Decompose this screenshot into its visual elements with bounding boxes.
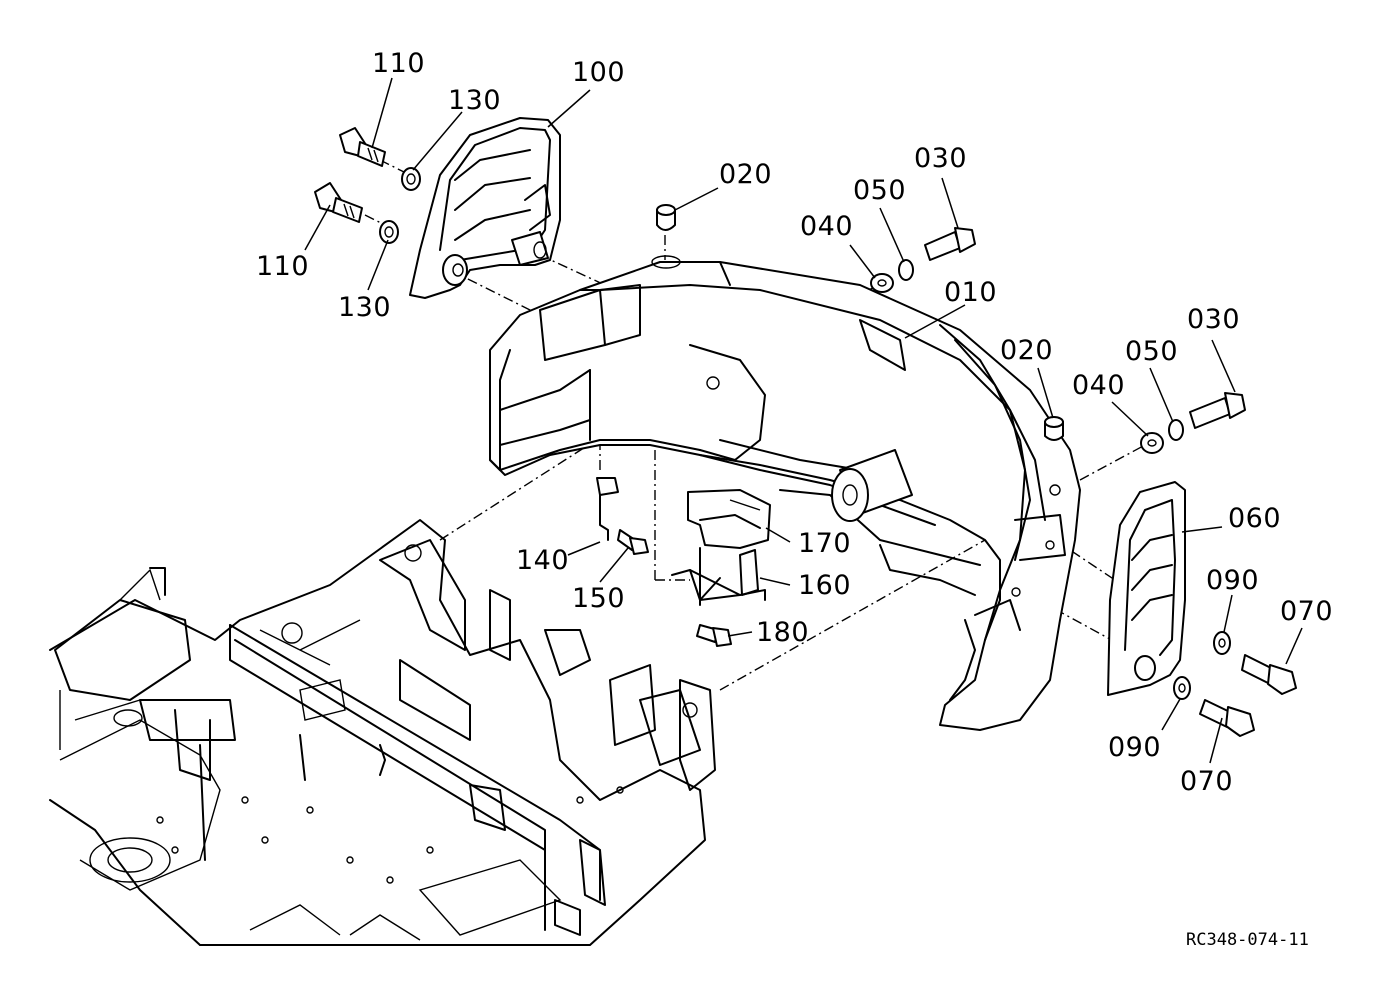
- bolt-150: [617, 529, 649, 555]
- callout-020: 020: [1000, 335, 1054, 366]
- bracket-160: [671, 547, 766, 606]
- callout-070: 070: [1280, 596, 1334, 627]
- callout-050: 050: [1125, 336, 1179, 367]
- cap-020-a: [651, 204, 681, 269]
- bolt-070-b: [1199, 699, 1255, 737]
- bolt-030-b: [1189, 392, 1246, 429]
- washer-090-a: [1213, 631, 1231, 655]
- callout-090: 090: [1206, 565, 1260, 596]
- callout-030: 030: [1187, 304, 1241, 335]
- cap-020-b: [1044, 416, 1064, 441]
- lockwasher-050-a: [898, 259, 914, 281]
- callout-110: 110: [256, 251, 310, 282]
- callout-110: 110: [372, 48, 426, 79]
- bolt-070-a: [1241, 654, 1297, 695]
- washer-130-a: [401, 167, 421, 191]
- leader-lines: [304, 77, 1303, 764]
- bolt-030-a: [924, 227, 976, 261]
- callout-160: 160: [798, 570, 852, 601]
- washer-090-b: [1173, 676, 1191, 700]
- callout-070: 070: [1180, 766, 1234, 797]
- cover-100: [409, 117, 561, 299]
- washer-040-a: [870, 273, 894, 293]
- bracket-140: [596, 477, 619, 541]
- callout-180: 180: [756, 617, 810, 648]
- bolt-110-b: [314, 182, 363, 223]
- washer-040-b: [1140, 432, 1164, 454]
- bolt-110-a: [339, 127, 386, 167]
- cover-060: [1107, 481, 1186, 696]
- callout-050: 050: [853, 175, 907, 206]
- plate-170: [687, 489, 771, 549]
- washer-130-b: [379, 220, 399, 244]
- lockwasher-050-b: [1168, 419, 1184, 441]
- bolt-180: [696, 624, 732, 647]
- callout-140: 140: [516, 545, 570, 576]
- callout-040: 040: [800, 211, 854, 242]
- callout-020: 020: [719, 159, 773, 190]
- callout-150: 150: [572, 583, 626, 614]
- callout-010: 010: [944, 277, 998, 308]
- callout-040: 040: [1072, 370, 1126, 401]
- counterweight-010: [489, 261, 1081, 731]
- callout-100: 100: [572, 57, 626, 88]
- callout-060: 060: [1228, 503, 1282, 534]
- callout-030: 030: [914, 143, 968, 174]
- callout-130: 130: [448, 85, 502, 116]
- diagram-reference-code: RC348-074-11: [1186, 930, 1309, 950]
- callout-130: 130: [338, 292, 392, 323]
- machine-frame: [49, 519, 716, 946]
- callout-170: 170: [798, 528, 852, 559]
- callout-090: 090: [1108, 732, 1162, 763]
